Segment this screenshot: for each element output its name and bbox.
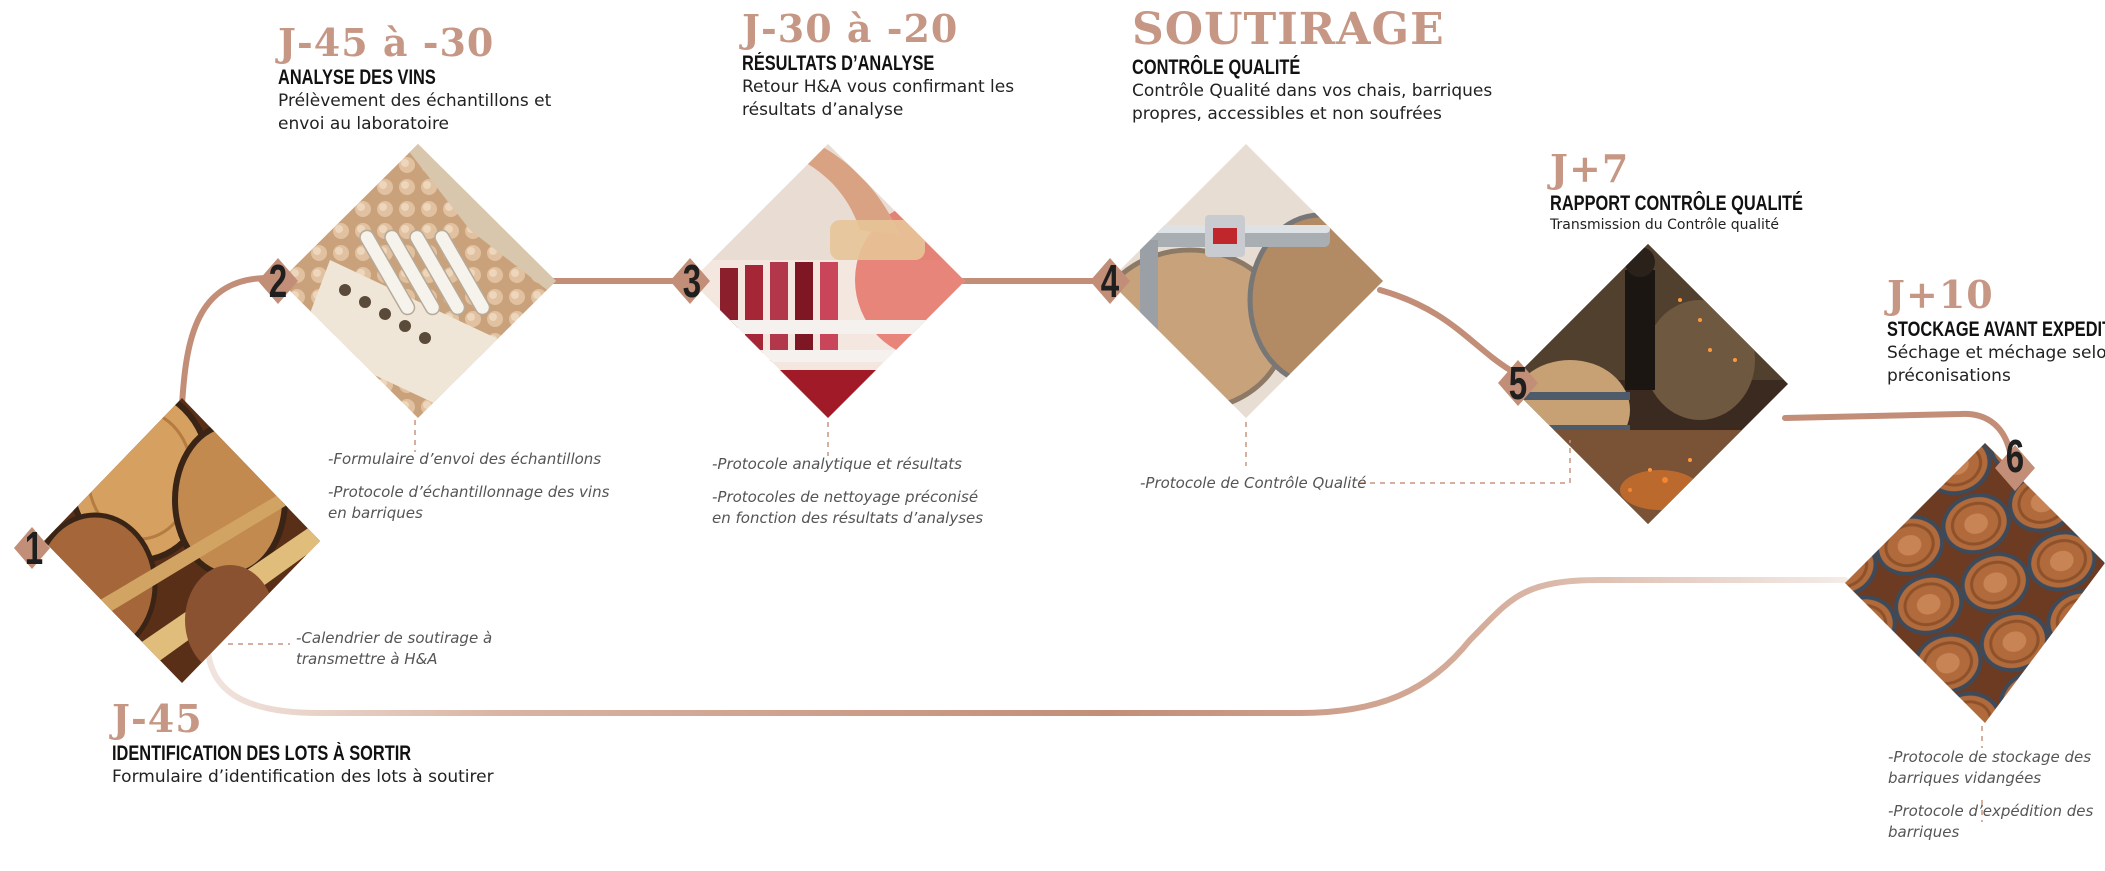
step-4-date: SOUTIRAGE — [1132, 4, 1445, 55]
note-connectors — [228, 420, 1983, 822]
step-1-description: Formulaire d’identification des lots à s… — [112, 767, 494, 787]
step-2-date: J-45 à -30 — [278, 20, 495, 65]
step-3-description: Retour H&A vous confirmant les résultats… — [742, 77, 1015, 121]
step-1-number: 1 — [25, 524, 43, 574]
process-path — [179, 275, 2013, 455]
step-6-number: 6 — [2006, 432, 2024, 482]
step-1-marker: 1 — [14, 524, 50, 574]
step-3-header: J-30 à -20 RÉSULTATS D’ANALYSE Retour H&… — [742, 10, 1014, 123]
step-6-marker: 6 — [1995, 432, 2035, 491]
step-3-date: J-30 à -20 — [742, 6, 959, 51]
step-2-description: Prélèvement des échantillons et envoi au… — [278, 91, 552, 135]
step-2-title: ANALYSE DES VINS — [278, 66, 436, 89]
step-3-notes: -Protocole analytique et résultats -Prot… — [712, 455, 984, 527]
step-3-number: 3 — [683, 257, 701, 307]
step-4-notes: -Protocole de Contrôle Qualité — [1140, 474, 1367, 492]
step-5-number: 5 — [1509, 359, 1527, 409]
step-4-image — [1109, 144, 1383, 418]
step-4-marker: 4 — [1090, 257, 1130, 307]
step-1-date: J-45 — [112, 696, 203, 741]
step-5-date: J+7 — [1550, 146, 1630, 191]
step-1-notes: -Calendrier de soutirage à transmettre à… — [296, 629, 493, 668]
step-1-header: J-45 IDENTIFICATION DES LOTS À SORTIR Fo… — [112, 700, 495, 789]
step-3-title: RÉSULTATS D’ANALYSE — [742, 52, 935, 75]
step-3-marker: 3 — [670, 257, 710, 307]
step-5-description: Transmission du Contrôle qualité — [1550, 217, 1779, 233]
step-4-header: SOUTIRAGE CONTRÔLE QUALITÉ Contrôle Qual… — [1132, 8, 1492, 127]
step-6-title: STOCKAGE AVANT EXPEDITION — [1887, 318, 2105, 341]
step-6-image — [1845, 443, 2105, 723]
step-6-header: J+10 STOCKAGE AVANT EXPEDITION Séchage e… — [1887, 276, 2105, 389]
step-5-header: J+7 RAPPORT CONTRÔLE QUALITÉ Transmissio… — [1550, 150, 1874, 235]
step-markers: 1 2 3 4 5 6 — [14, 257, 2035, 574]
step-1-title: IDENTIFICATION DES LOTS À SORTIR — [112, 742, 412, 765]
step-2-number: 2 — [269, 257, 287, 307]
step-5-marker: 5 — [1498, 359, 1538, 409]
step-6-date: J+10 — [1887, 272, 1994, 317]
step-4-number: 4 — [1101, 257, 1120, 307]
step-4-title: CONTRÔLE QUALITÉ — [1132, 56, 1301, 79]
return-path — [205, 577, 1848, 716]
step-2-notes: -Formulaire d’envoi des échantillons -Pr… — [328, 450, 610, 522]
step-2-marker: 2 — [258, 257, 298, 307]
step-6-description: Séchage et méchage selon préconisations — [1887, 343, 2105, 387]
step-5-title: RAPPORT CONTRÔLE QUALITÉ — [1550, 192, 1803, 215]
step-1-image — [44, 398, 320, 683]
step-6-notes: -Protocole de stockage des barriques vid… — [1888, 748, 2094, 841]
step-5-image — [1508, 244, 1788, 524]
step-4-description: Contrôle Qualité dans vos chais, barriqu… — [1132, 81, 1493, 125]
step-2-header: J-45 à -30 ANALYSE DES VINS Prélèvement … — [278, 24, 551, 137]
step-2-image — [280, 144, 556, 418]
